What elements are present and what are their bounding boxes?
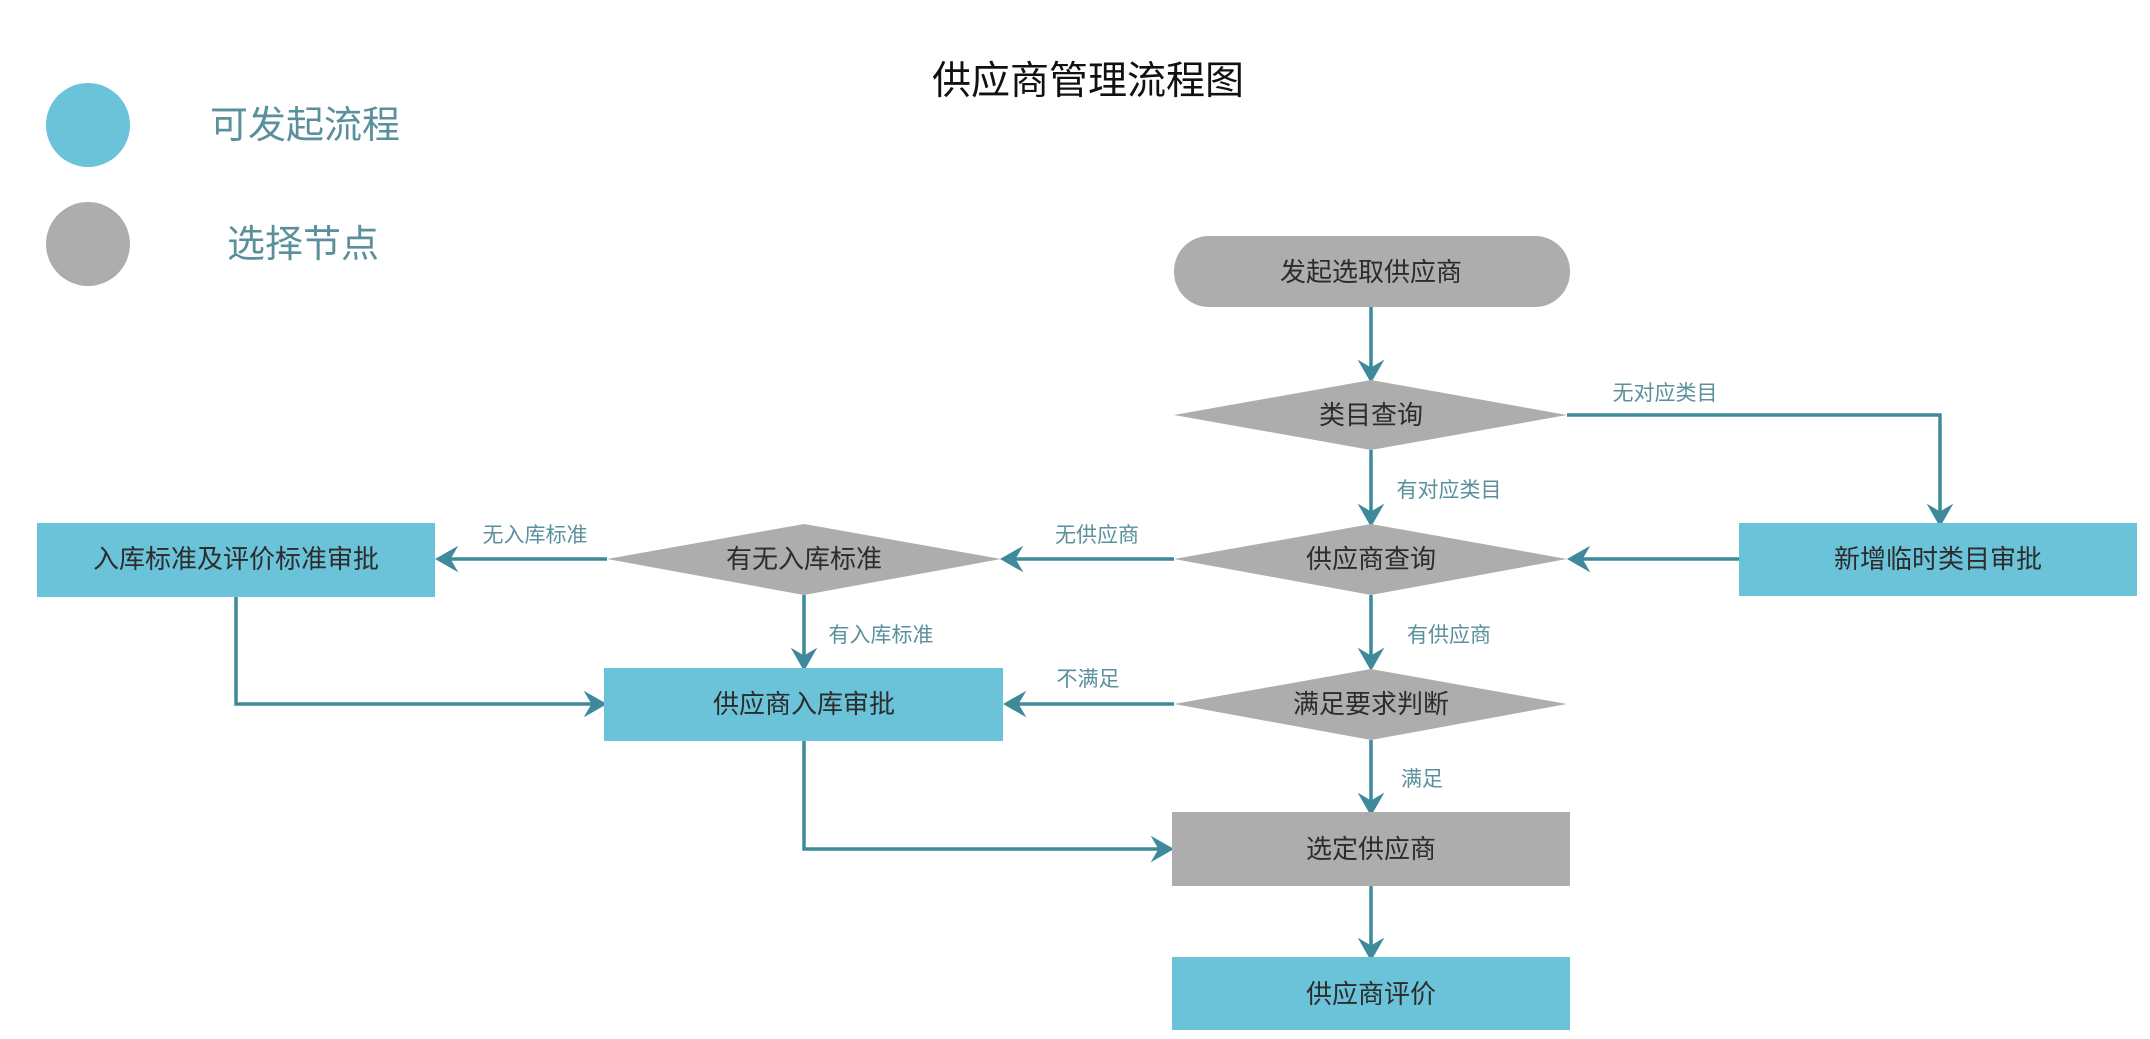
arrowhead xyxy=(1566,545,1591,573)
node-standard-approval-label: 入库标准及评价标准审批 xyxy=(93,545,379,575)
node-requirement-check[interactable]: 满足要求判断 xyxy=(1174,669,1567,740)
arrowhead xyxy=(790,647,818,672)
arrowhead xyxy=(1357,359,1385,384)
decision-shape xyxy=(1174,524,1567,595)
node-supplier-evaluation[interactable]: 供应商评价 xyxy=(1172,957,1570,1030)
legend-swatch-process xyxy=(46,83,130,167)
node-supplier-query[interactable]: 供应商查询 xyxy=(1174,524,1567,595)
node-supplier-entry-approval-label: 供应商入库审批 xyxy=(713,690,895,720)
process-shape xyxy=(1172,812,1570,886)
arrowhead xyxy=(1926,503,1954,528)
node-start[interactable]: 发起选取供应商 xyxy=(1174,236,1570,307)
arrowhead xyxy=(1150,835,1175,863)
edge-labels: 无对应类目 有对应类目 无供应商 有供应商 无入库标准 有入库标准 不满足 满足 xyxy=(483,381,1718,791)
decision-shape xyxy=(1174,380,1567,450)
edge-label-has-category: 有对应类目 xyxy=(1397,478,1502,502)
process-shape xyxy=(1739,523,2137,596)
node-supplier-entry-approval[interactable]: 供应商入库审批 xyxy=(604,668,1003,741)
node-has-entry-standard-label: 有无入库标准 xyxy=(726,545,882,575)
edge-standard-to-entry[interactable] xyxy=(234,597,596,706)
node-start-label: 发起选取供应商 xyxy=(1280,258,1462,288)
legend: 可发起流程 选择节点 xyxy=(46,83,400,286)
process-shape xyxy=(37,523,435,597)
node-new-category-approval[interactable]: 新增临时类目审批 xyxy=(1739,523,2137,596)
edge-category-no-match[interactable] xyxy=(1567,413,1942,516)
node-category-query[interactable]: 类目查询 xyxy=(1174,380,1567,450)
node-new-category-approval-label: 新增临时类目审批 xyxy=(1834,545,2042,575)
terminal-shape xyxy=(1174,236,1570,307)
node-select-supplier[interactable]: 选定供应商 xyxy=(1172,812,1570,886)
arrowhead xyxy=(1357,937,1385,962)
edge-label-has-supplier: 有供应商 xyxy=(1407,623,1491,647)
arrowhead xyxy=(999,545,1024,573)
arrowhead xyxy=(583,690,608,718)
node-category-query-label: 类目查询 xyxy=(1319,401,1423,431)
decision-shape xyxy=(1174,669,1567,740)
legend-label-select: 选择节点 xyxy=(227,222,379,266)
edges xyxy=(234,307,1954,962)
arrowhead xyxy=(1357,647,1385,672)
process-shape xyxy=(1172,957,1570,1030)
legend-swatch-select xyxy=(46,202,130,286)
edge-label-no-category: 无对应类目 xyxy=(1613,381,1718,405)
decision-shape xyxy=(607,524,1001,595)
arrowhead xyxy=(434,545,459,573)
edge-label-satisfied: 满足 xyxy=(1401,767,1443,791)
legend-label-process: 可发起流程 xyxy=(210,103,400,147)
process-shape xyxy=(604,668,1003,741)
edge-label-no-supplier: 无供应商 xyxy=(1055,523,1139,547)
arrowhead xyxy=(1357,792,1385,817)
edge-label-not-satisfied: 不满足 xyxy=(1057,667,1120,691)
node-supplier-evaluation-label: 供应商评价 xyxy=(1306,980,1436,1010)
node-has-entry-standard[interactable]: 有无入库标准 xyxy=(607,524,1001,595)
edge-label-no-standard: 无入库标准 xyxy=(483,523,588,547)
nodes: 发起选取供应商 类目查询 供应商查询 新增临时类目审批 有无入库标准 入库标准及… xyxy=(37,236,2137,1030)
arrowhead xyxy=(1002,690,1027,718)
edge-entry-to-select[interactable] xyxy=(802,741,1163,851)
edge-label-has-standard: 有入库标准 xyxy=(829,623,934,647)
arrowhead xyxy=(1357,503,1385,528)
node-standard-approval[interactable]: 入库标准及评价标准审批 xyxy=(37,523,435,597)
node-select-supplier-label: 选定供应商 xyxy=(1306,835,1436,865)
diagram-title: 供应商管理流程图 xyxy=(932,59,1244,104)
node-supplier-query-label: 供应商查询 xyxy=(1306,545,1436,575)
node-requirement-check-label: 满足要求判断 xyxy=(1293,690,1449,720)
